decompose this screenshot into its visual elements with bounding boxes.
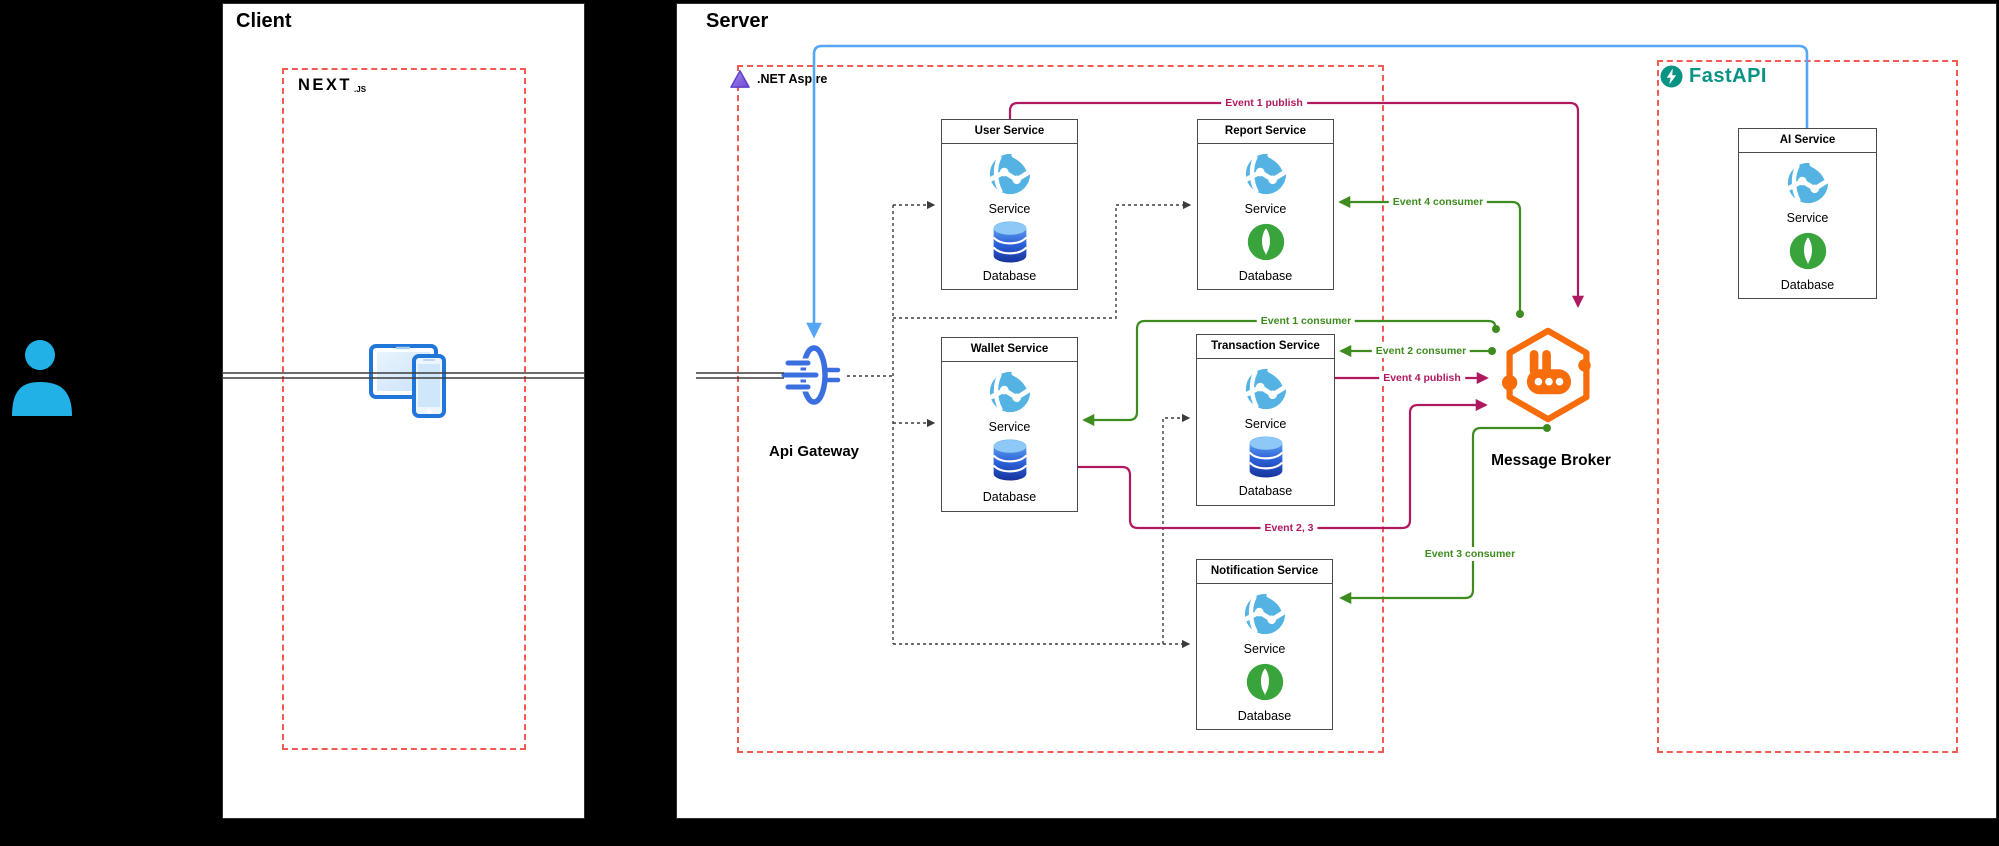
service-box-transaction: Transaction Service Service Database: [1196, 334, 1335, 506]
sql-database-icon: [990, 220, 1030, 264]
service-label: Service: [988, 202, 1031, 216]
event-label-event-3-consumer: Event 3 consumer: [1420, 547, 1520, 561]
service-box-title: Transaction Service: [1197, 335, 1334, 359]
nextjs-logo-text: NEXT: [298, 76, 353, 94]
client-devices-icon: [369, 344, 446, 418]
message-broker-rabbitmq-icon: [1501, 327, 1591, 423]
service-label: Service: [988, 420, 1031, 434]
mongodb-database-icon: [1246, 220, 1286, 264]
server-panel-title: Server: [706, 10, 769, 32]
database-label: Database: [1238, 484, 1293, 498]
service-box-user: User Service Service Database: [941, 119, 1078, 290]
service-box-title: User Service: [942, 120, 1077, 144]
aspire-logo-text: .NET Aspire: [757, 72, 828, 86]
mongodb-database-icon: [1788, 229, 1828, 273]
mongodb-database-icon: [1245, 660, 1285, 704]
database-label: Database: [1780, 278, 1835, 292]
service-label: Service: [1244, 202, 1287, 216]
service-label: Service: [1786, 211, 1829, 225]
database-label: Database: [1238, 269, 1293, 283]
nextjs-logo: NEXT.JS: [298, 76, 366, 95]
service-globe-icon: [1242, 591, 1288, 637]
service-globe-icon: [987, 151, 1033, 197]
service-box-ai: AI Service Service Database: [1738, 128, 1877, 299]
service-globe-icon: [987, 369, 1033, 415]
service-label: Service: [1244, 417, 1287, 431]
service-label: Service: [1243, 642, 1286, 656]
service-box-title: Notification Service: [1197, 560, 1332, 584]
api-gateway-label: Api Gateway: [768, 443, 860, 460]
service-box-title: Wallet Service: [942, 338, 1077, 362]
dotnet-aspire-logo: .NET Aspire: [729, 69, 827, 89]
nextjs-logo-suffix: .JS: [354, 85, 367, 94]
service-globe-icon: [1243, 151, 1289, 197]
service-box-report: Report Service Service Database: [1197, 119, 1334, 290]
service-globe-icon: [1243, 366, 1289, 412]
event-label-event-4-publish: Event 4 publish: [1379, 371, 1465, 385]
service-box-title: Report Service: [1198, 120, 1333, 144]
event-label-event-2-3: Event 2, 3: [1260, 521, 1318, 535]
api-gateway-icon: [780, 345, 841, 405]
database-label: Database: [982, 490, 1037, 504]
event-label-event-2-consumer: Event 2 consumer: [1371, 344, 1471, 358]
sql-database-icon: [990, 438, 1030, 482]
fastapi-logo: FastAPI: [1660, 65, 1767, 88]
aspire-triangle-icon: [730, 70, 750, 88]
fastapi-logo-text: FastAPI: [1689, 65, 1767, 87]
nextjs-container: [282, 68, 526, 750]
event-label-event-1-consumer: Event 1 consumer: [1256, 314, 1356, 328]
event-label-event-4-consumer: Event 4 consumer: [1388, 195, 1488, 209]
database-label: Database: [982, 269, 1037, 283]
service-globe-icon: [1785, 160, 1831, 206]
service-box-notification: Notification Service Service Database: [1196, 559, 1333, 730]
client-panel-title: Client: [236, 10, 292, 32]
message-broker-label: Message Broker: [1491, 452, 1611, 469]
service-box-title: AI Service: [1739, 129, 1876, 153]
sql-database-icon: [1246, 435, 1286, 479]
fastapi-bolt-icon: [1660, 65, 1683, 88]
service-box-wallet: Wallet Service Service Database: [941, 337, 1078, 512]
database-label: Database: [1237, 709, 1292, 723]
user-person-icon: [12, 340, 72, 416]
event-label-event-1-publish: Event 1 publish: [1221, 96, 1307, 110]
